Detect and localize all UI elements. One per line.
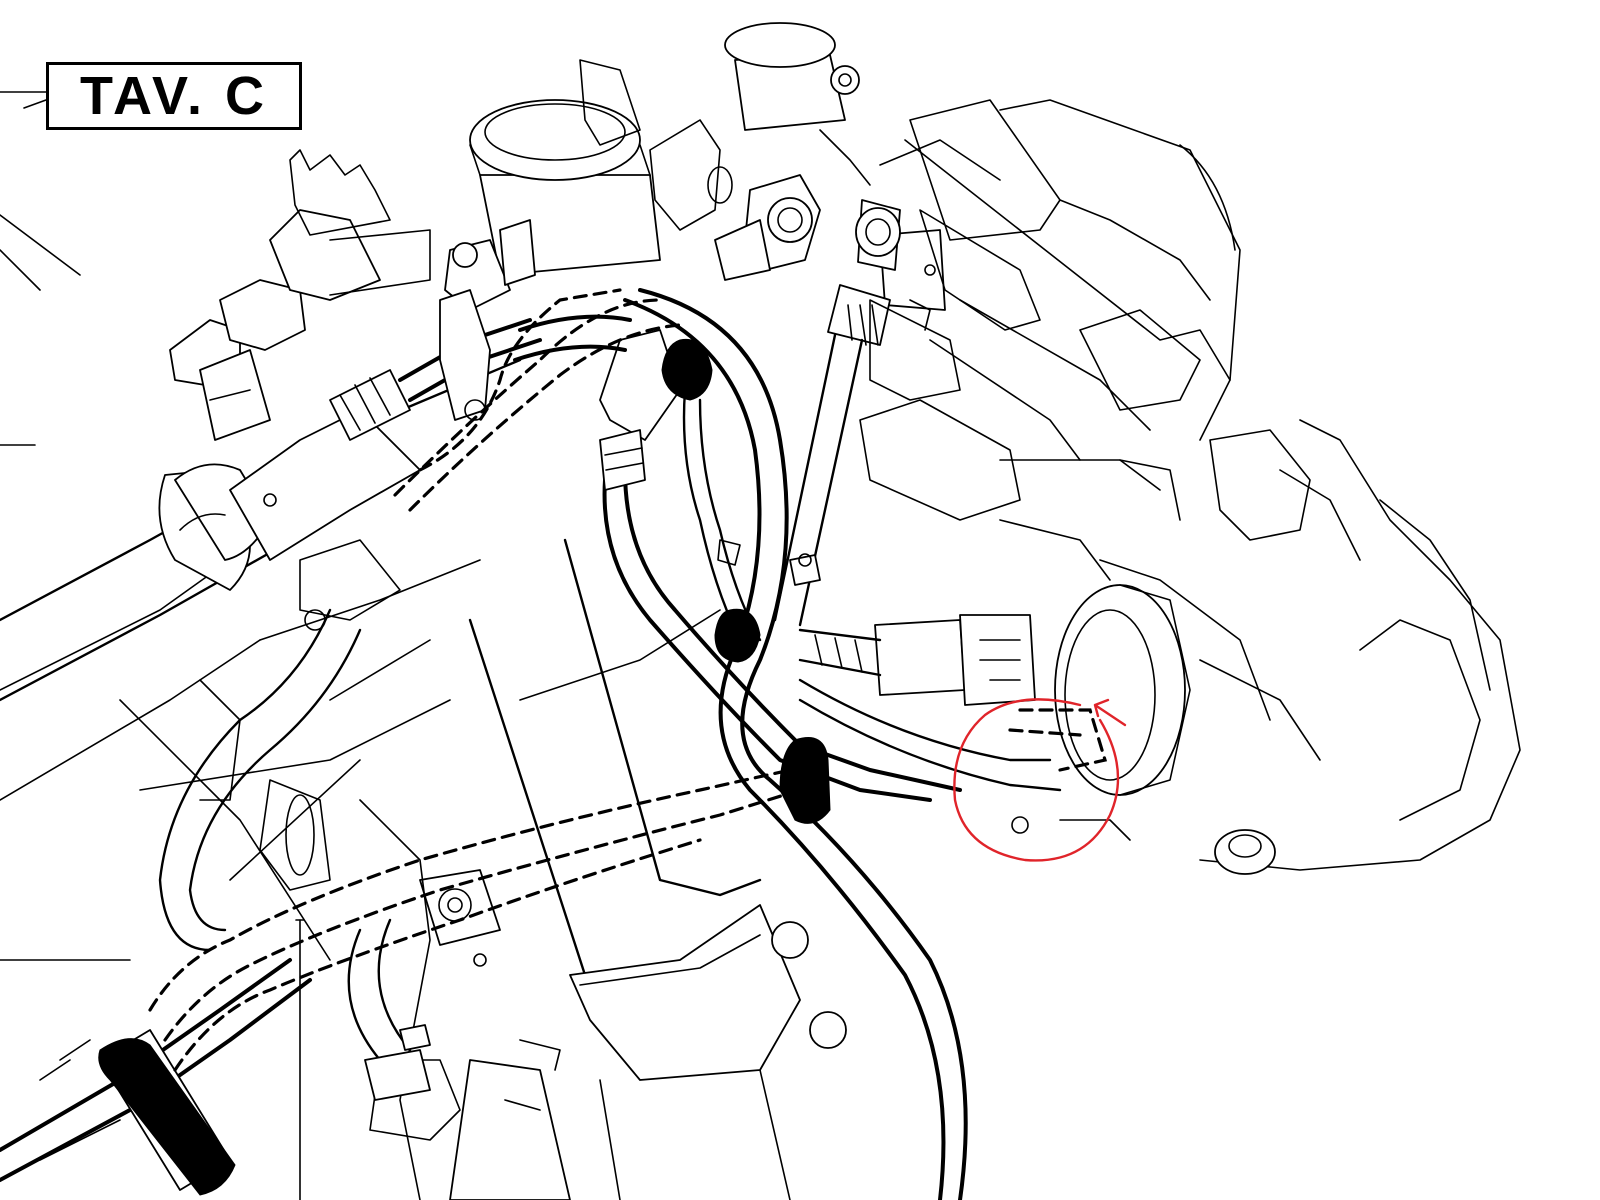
lower-fork-bracket [199, 679, 501, 1200]
wire-connector-plug [798, 614, 1036, 706]
wiring-harness-main [602, 288, 1062, 1200]
red-markup [953, 698, 1127, 862]
clutch-fluid-reservoir [724, 22, 871, 186]
table-title: TAV. C [79, 66, 269, 126]
left-lever-assembly [169, 149, 431, 441]
hidden-cable-routes [148, 288, 1108, 1200]
table-title-box: TAV. C [46, 62, 302, 130]
throttle-body [1011, 584, 1191, 841]
front-fork-tube [449, 538, 847, 1200]
brake-fluid-reservoir [444, 99, 661, 311]
chassis-frame [0, 214, 721, 961]
throttle-cable-fitting [513, 314, 681, 491]
red-circle-annotation [953, 698, 1120, 862]
coolant-hoses [158, 608, 431, 1101]
steering-head-parts [579, 59, 946, 331]
throttle-cable-left [329, 289, 542, 441]
cable-clamps [98, 338, 831, 1196]
red-arrow-annotation [1093, 698, 1127, 727]
engine-cylinder-head [859, 99, 1521, 875]
fasteners [399, 539, 821, 1051]
title-leader-line [0, 91, 47, 109]
left-handlebar [0, 358, 522, 702]
